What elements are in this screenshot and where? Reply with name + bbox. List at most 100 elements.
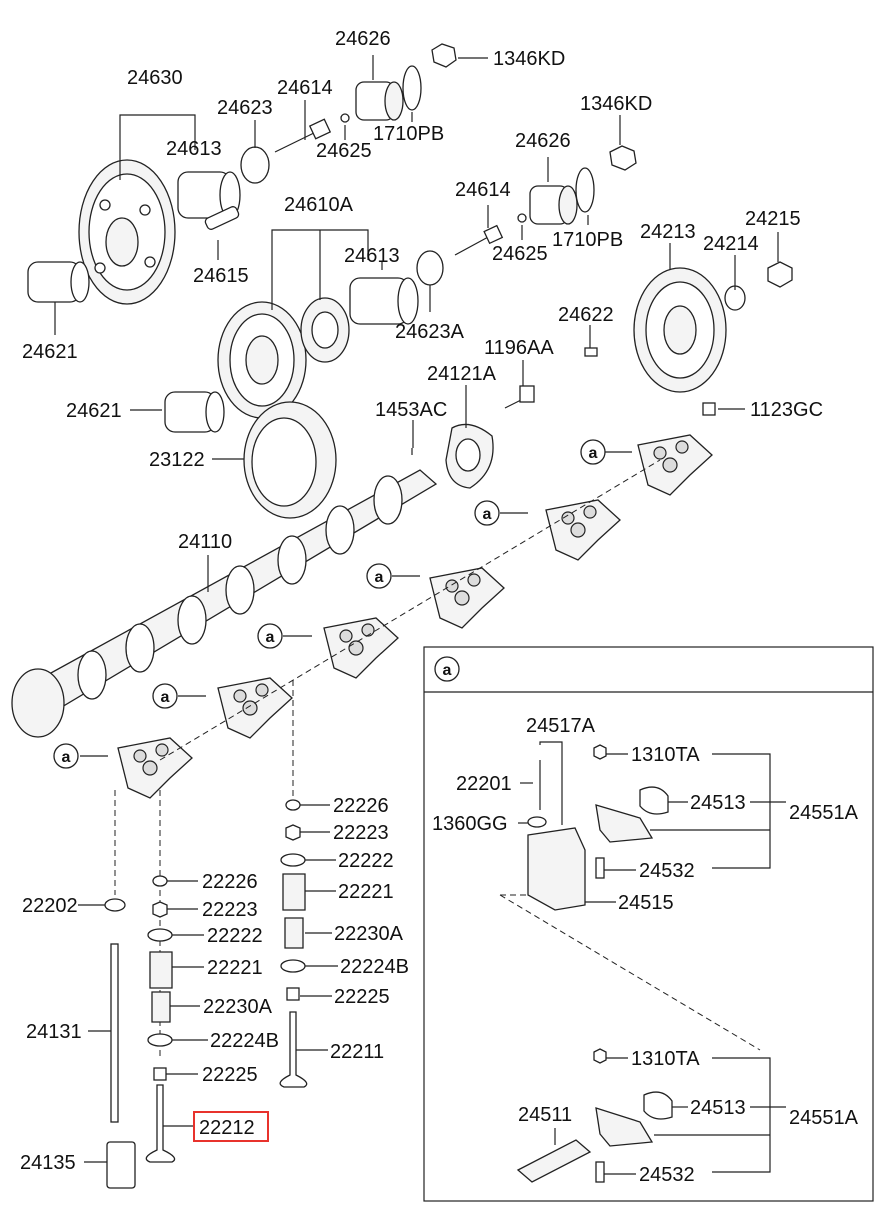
part-label-24622[interactable]: 24622 [558, 304, 614, 326]
part-label-24621-b[interactable]: 24621 [66, 400, 122, 422]
part-label-24213[interactable]: 24213 [640, 221, 696, 243]
part-label-23122[interactable]: 23122 [149, 449, 205, 471]
part-label-22222-l[interactable]: 22222 [207, 925, 263, 947]
part-label-22230a-r[interactable]: 22230A [334, 923, 404, 945]
part-label-22223-r[interactable]: 22223 [333, 822, 389, 844]
leader-lines [54, 55, 786, 1175]
part-label-22225-r[interactable]: 22225 [334, 986, 390, 1008]
bushing-24613-b-drawing [349, 277, 419, 325]
rocker-assemblies-drawing [117, 434, 713, 799]
part-label-24626-b[interactable]: 24626 [515, 130, 571, 152]
gear-24610a-drawing [217, 297, 350, 419]
callout-a-6: a [62, 749, 71, 766]
bolt-24614-a-drawing [274, 118, 332, 153]
part-label-24625-a[interactable]: 24625 [316, 140, 372, 162]
valve-train-left-drawing [104, 790, 176, 1189]
part-label-24626-a[interactable]: 24626 [335, 28, 391, 50]
part-label-24131[interactable]: 24131 [26, 1021, 82, 1043]
part-label-24614-b[interactable]: 24614 [455, 179, 511, 201]
camshaft-24110-drawing [11, 469, 438, 738]
nut-1346kd-b-drawing [609, 145, 637, 171]
part-label-1453ac[interactable]: 1453AC [375, 399, 447, 421]
detail-label-24517a[interactable]: 24517A [526, 715, 596, 737]
part-label-24623[interactable]: 24623 [217, 97, 273, 119]
part-label-22230a-l[interactable]: 22230A [203, 996, 273, 1018]
part-label-1710pb-a[interactable]: 1710PB [373, 123, 444, 145]
bolt-1196aa-drawing [504, 385, 535, 409]
part-label-24623a[interactable]: 24623A [395, 321, 465, 343]
bushing-24621-a-drawing [27, 261, 90, 303]
detail-label-24551a-b[interactable]: 24551A [789, 1107, 859, 1129]
part-label-24610a[interactable]: 24610A [284, 194, 354, 216]
part-label-1710pb-b[interactable]: 1710PB [552, 229, 623, 251]
detail-label-24513-a[interactable]: 24513 [690, 792, 746, 814]
detail-box-a: a [423, 646, 874, 1202]
detail-a-circle [434, 656, 460, 682]
detail-label-1360gg[interactable]: 1360GG [432, 813, 508, 835]
part-label-24615[interactable]: 24615 [193, 265, 249, 287]
part-label-22202[interactable]: 22202 [22, 895, 78, 917]
callout-a-3: a [375, 569, 384, 586]
part-label-1123gc[interactable]: 1123GC [750, 399, 823, 421]
gear-24630-drawing [78, 159, 176, 305]
part-label-24630[interactable]: 24630 [127, 67, 183, 89]
part-label-22226-l[interactable]: 22226 [202, 871, 258, 893]
highlight-box [193, 1111, 269, 1142]
detail-label-1310ta-b[interactable]: 1310TA [631, 1048, 700, 1070]
part-label-22226-r[interactable]: 22226 [333, 795, 389, 817]
detail-label-1310ta-a[interactable]: 1310TA [631, 744, 700, 766]
part-label-1346kd-b[interactable]: 1346KD [580, 93, 652, 115]
gear-23122-drawing [243, 401, 337, 519]
part-label-24214[interactable]: 24214 [703, 233, 759, 255]
gear-24213-drawing [633, 267, 727, 393]
part-label-22223-l[interactable]: 22223 [202, 899, 258, 921]
part-label-22221-r[interactable]: 22221 [338, 881, 394, 903]
bushing-24613-a-drawing [177, 171, 241, 219]
bushing-24621-b-drawing [164, 391, 225, 433]
highlighted-part-22212[interactable]: 22212 [193, 1111, 269, 1142]
part-label-22221-l[interactable]: 22221 [207, 957, 263, 979]
part-label-22211[interactable]: 22211 [330, 1041, 384, 1063]
nut-24215-drawing [767, 261, 793, 288]
part-label-22212[interactable]: 22212 [199, 1117, 255, 1139]
part-label-24215[interactable]: 24215 [745, 208, 801, 230]
detail-label-24513-b[interactable]: 24513 [690, 1097, 746, 1119]
part-label-22222-r[interactable]: 22222 [338, 850, 394, 872]
oring-24625-b-drawing [517, 213, 527, 223]
nut-1346kd-a-drawing [431, 43, 457, 68]
part-label-24621-a[interactable]: 24621 [22, 341, 78, 363]
detail-label-24532-a[interactable]: 24532 [639, 860, 695, 882]
detail-label-22201[interactable]: 22201 [456, 773, 512, 795]
detail-label-24532-b[interactable]: 24532 [639, 1164, 695, 1186]
part-label-24613-a[interactable]: 24613 [166, 138, 222, 160]
part-label-22225-l[interactable]: 22225 [202, 1064, 258, 1086]
part-label-24135[interactable]: 24135 [20, 1152, 76, 1174]
part-label-24625-b[interactable]: 24625 [492, 243, 548, 265]
part-label-24110[interactable]: 24110 [178, 531, 232, 553]
part-label-1196aa[interactable]: 1196AA [484, 337, 554, 359]
ring-1710pb-a-drawing [402, 65, 422, 111]
bearing-24626-a-drawing [355, 81, 404, 121]
flange-24121a-drawing [445, 423, 494, 489]
detail-label-24511[interactable]: 24511 [518, 1104, 572, 1126]
detail-label-24515[interactable]: 24515 [618, 892, 674, 914]
ring-1710pb-b-drawing [575, 167, 595, 213]
part-label-24614-a[interactable]: 24614 [277, 77, 333, 99]
callout-a-5: a [161, 689, 170, 706]
part-label-1346kd-a[interactable]: 1346KD [493, 48, 565, 70]
callout-a-2: a [483, 506, 492, 523]
part-label-22224b-l[interactable]: 22224B [210, 1030, 279, 1052]
part-label-24613-b[interactable]: 24613 [344, 245, 400, 267]
bolt-1123gc-drawing [702, 402, 716, 416]
callout-a-1: a [589, 445, 598, 462]
detail-a-drawing [499, 744, 761, 1183]
part-label-22224b-r[interactable]: 22224B [340, 956, 409, 978]
detail-label-24551a-a[interactable]: 24551A [789, 802, 859, 824]
valve-train-right-drawing [279, 680, 308, 1088]
part-label-24121a[interactable]: 24121A [427, 363, 497, 385]
bearing-24626-b-drawing [529, 185, 578, 225]
parts-artwork [11, 43, 793, 1189]
washer-24623-drawing [240, 146, 270, 184]
oring-24625-a-drawing [340, 113, 350, 123]
